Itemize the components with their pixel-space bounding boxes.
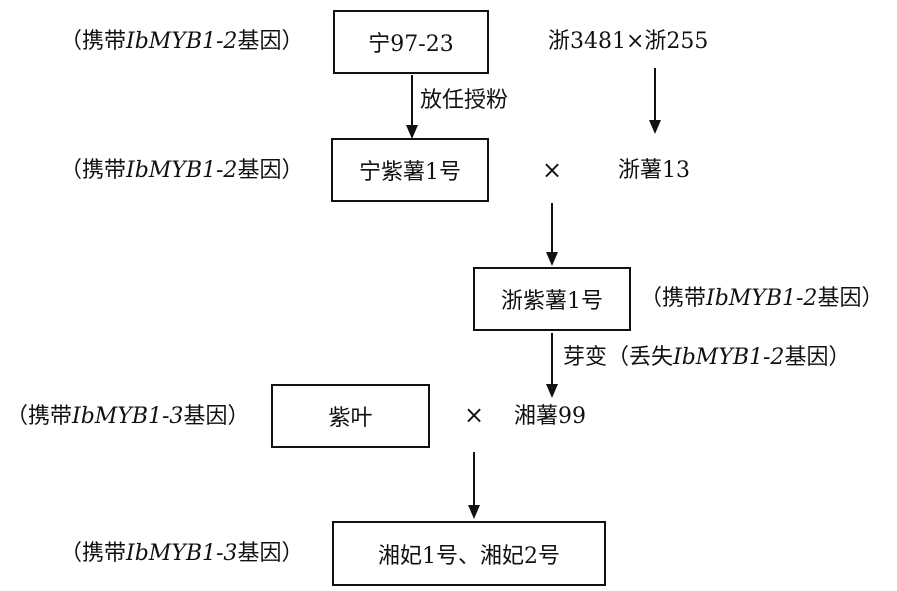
arrowhead (546, 384, 558, 398)
label-bud-mutation: 芽变（丢失IbMYB1-2基因） (563, 345, 851, 370)
note-carry-ibmyb1-2: （携带IbMYB1-2基因） (640, 286, 884, 311)
node-xiangshu-99: 湘薯99 (514, 404, 586, 429)
arrowhead (468, 505, 480, 519)
node-ningzishu-1: 宁紫薯1号 (331, 138, 489, 202)
node-xiangfei-1-2: 湘妃1号、湘妃2号 (332, 521, 606, 586)
note-carry-ibmyb1-2: （携带IbMYB1-2基因） (60, 29, 304, 54)
node-zheshu-13: 浙薯13 (618, 158, 690, 183)
note-carry-ibmyb1-3: （携带IbMYB1-3基因） (6, 404, 250, 429)
cross-symbol: × (464, 401, 485, 429)
note-carry-ibmyb1-3: （携带IbMYB1-3基因） (60, 541, 304, 566)
node-zhe3481-x-zhe255: 浙3481×浙255 (548, 29, 709, 54)
node-ziye: 紫叶 (271, 384, 430, 448)
node-zhezishu-1: 浙紫薯1号 (473, 267, 631, 331)
note-carry-ibmyb1-2: （携带IbMYB1-2基因） (60, 158, 304, 183)
arrowhead (649, 120, 661, 134)
cross-symbol: × (542, 156, 563, 184)
label-open-pollination: 放任授粉 (420, 88, 509, 113)
arrowhead (406, 125, 418, 139)
node-ning97-23: 宁97-23 (333, 10, 489, 74)
arrowhead (546, 252, 558, 266)
